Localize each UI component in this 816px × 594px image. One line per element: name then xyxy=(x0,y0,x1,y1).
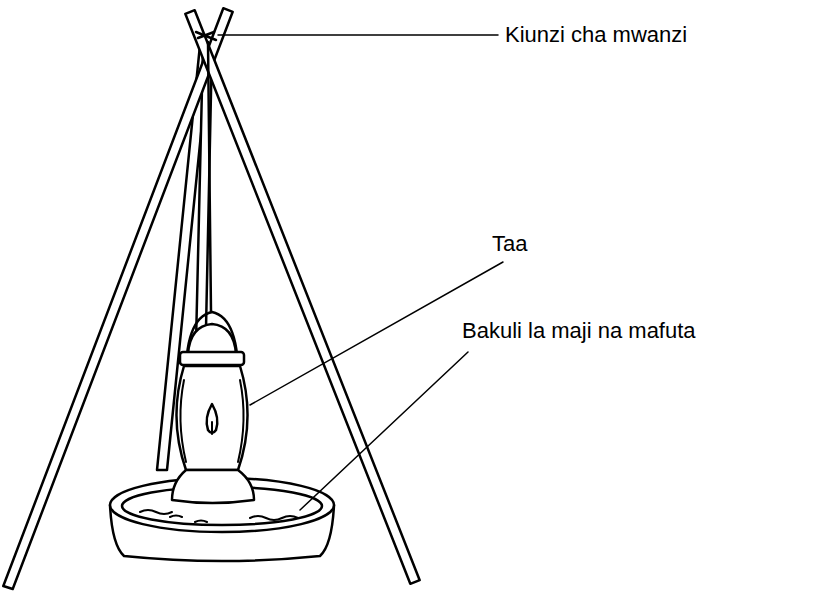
lantern-globe xyxy=(176,366,247,470)
lantern-base xyxy=(172,470,254,503)
leader-line xyxy=(300,352,468,510)
water-oil xyxy=(140,510,298,522)
leader-line xyxy=(218,34,498,36)
part-label: Kiunzi cha mwanzi xyxy=(505,22,687,48)
lantern-cap xyxy=(188,324,236,354)
lantern-guard xyxy=(180,380,243,462)
flame xyxy=(207,404,218,433)
part-label: Taa xyxy=(492,231,527,257)
lantern xyxy=(172,312,254,503)
binding xyxy=(196,32,216,40)
rope xyxy=(208,42,211,312)
part-label: Bakuli la maji na mafuta xyxy=(462,318,696,344)
lantern-cap-rim xyxy=(180,352,244,365)
wick xyxy=(211,422,213,434)
